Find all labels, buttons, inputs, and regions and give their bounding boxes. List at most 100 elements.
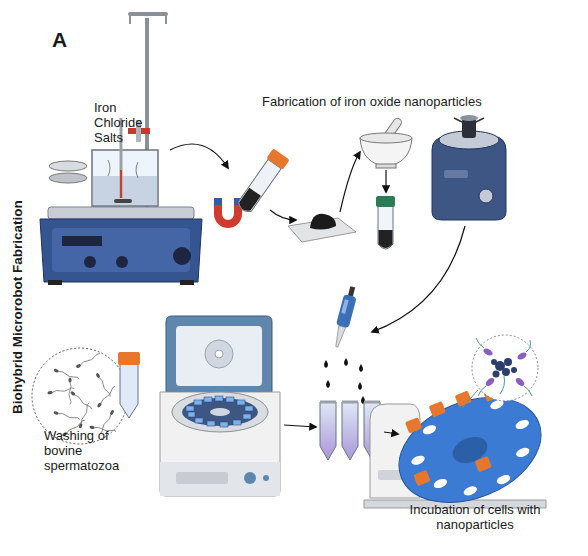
beaker: [120, 170, 122, 198]
spermatozoa-view: [75, 352, 100, 368]
hotplate-stirrer: [130, 16, 166, 24]
zoom-view: [484, 376, 496, 387]
pipette: [341, 299, 348, 314]
beaker: [108, 160, 138, 178]
powder-tube: [378, 206, 393, 249]
centrifuge: [172, 392, 268, 432]
rotator-mixer: [515, 446, 531, 459]
hotplate-stirrer: [40, 12, 202, 285]
magnet: [214, 198, 242, 228]
process-arrow: [170, 144, 228, 168]
centrifuge: [244, 472, 256, 484]
spermatozoa-view: [47, 387, 74, 395]
rotator-mixer: [455, 391, 472, 407]
petri-dish: [49, 161, 87, 183]
sample-tubes: [320, 402, 336, 460]
centrifuge: [166, 316, 272, 392]
step-label: Incubation of cells with nanoparticles: [400, 502, 550, 532]
vortex-mixer: [479, 189, 493, 203]
sperm-tube: [120, 364, 138, 418]
row-heading: Biohybrid Microrobot Fabrication: [10, 200, 25, 414]
centrifuge: [233, 420, 241, 425]
centrifuge: [160, 392, 280, 496]
hotplate-stirrer: [180, 280, 194, 285]
hotplate-stirrer: [40, 219, 202, 282]
spermatozoa-view: [78, 402, 90, 429]
mortar-pestle: [360, 117, 412, 168]
centrifuge: [205, 340, 233, 368]
nanoparticle-powder: [310, 214, 336, 230]
centrifuge: [243, 414, 251, 419]
rotator-mixer: [474, 456, 491, 472]
rotator-mixer: [413, 470, 430, 486]
mortar-pestle: [360, 133, 412, 143]
rotator-mixer: [383, 378, 556, 522]
centrifuge: [176, 326, 262, 386]
centrifuge: [210, 408, 230, 416]
hotplate-stirrer: [62, 236, 102, 246]
centrifuge: [186, 406, 194, 411]
process-arrow: [372, 226, 465, 332]
beaker: [93, 176, 157, 205]
pipette: [333, 326, 345, 348]
hotplate-stirrer: [48, 280, 62, 285]
zoom-view: [462, 390, 478, 408]
hotplate-stirrer: [173, 247, 191, 265]
hotplate-stirrer: [48, 207, 194, 219]
step-label: Fabrication of iron oxide nanoparticles: [262, 94, 552, 109]
petri-dish: [49, 173, 87, 183]
sample-tube: [236, 159, 281, 214]
magnet: [214, 198, 242, 228]
zoom-view: [472, 335, 538, 401]
sperm-tube: [118, 352, 140, 418]
pipette: [330, 285, 359, 348]
process-arrow: [170, 144, 465, 434]
droplet: [324, 360, 328, 368]
spermatozoa-view: [70, 391, 93, 411]
process-arrow: [284, 425, 316, 427]
spermatozoa-view: [68, 377, 71, 404]
petri-dish: [49, 161, 87, 171]
zoom-view: [491, 359, 497, 365]
spermatozoa-view: [95, 372, 111, 397]
zoom-view: [482, 347, 528, 388]
rotator-mixer: [421, 423, 437, 436]
zoom-view: [482, 347, 494, 357]
process-arrow: [385, 170, 386, 192]
centrifuge: [195, 418, 203, 423]
vortex-mixer: [444, 170, 468, 178]
zoom-view: [511, 367, 517, 373]
powder-tube: [376, 196, 395, 207]
powder-tube: [379, 230, 393, 248]
rotator-mixer: [496, 473, 512, 486]
vortex-mixer: [460, 115, 478, 121]
pipette: [336, 294, 357, 328]
magnet: [214, 198, 222, 205]
zoom-view: [462, 335, 538, 408]
process-arrow: [270, 210, 296, 220]
centrifuge: [207, 421, 215, 426]
centrifuge: [237, 400, 245, 405]
zoom-view: [502, 368, 510, 376]
centrifuge: [188, 412, 195, 417]
spermatozoa-view: [53, 368, 80, 380]
sample-tube: [237, 188, 261, 214]
centrifuge: [245, 406, 253, 411]
spermatozoa-view: [97, 385, 117, 408]
centrifuge: [226, 397, 234, 402]
centrifuge: [215, 396, 223, 401]
droplet: [324, 358, 365, 404]
centrifuge: [204, 397, 212, 402]
droplet: [344, 358, 348, 366]
sample-tubes: [320, 401, 380, 404]
zoom-view: [491, 358, 517, 378]
rotator-mixer: [462, 485, 478, 498]
step-label: Iron Chloride Salts: [94, 100, 156, 145]
droplet: [326, 380, 330, 388]
rotator-mixer: [401, 390, 547, 512]
beaker: [92, 150, 158, 206]
powder-tube: [376, 196, 395, 249]
centrifuge: [215, 350, 223, 358]
panel-letter: A: [52, 32, 82, 47]
rotator-mixer: [432, 477, 448, 490]
